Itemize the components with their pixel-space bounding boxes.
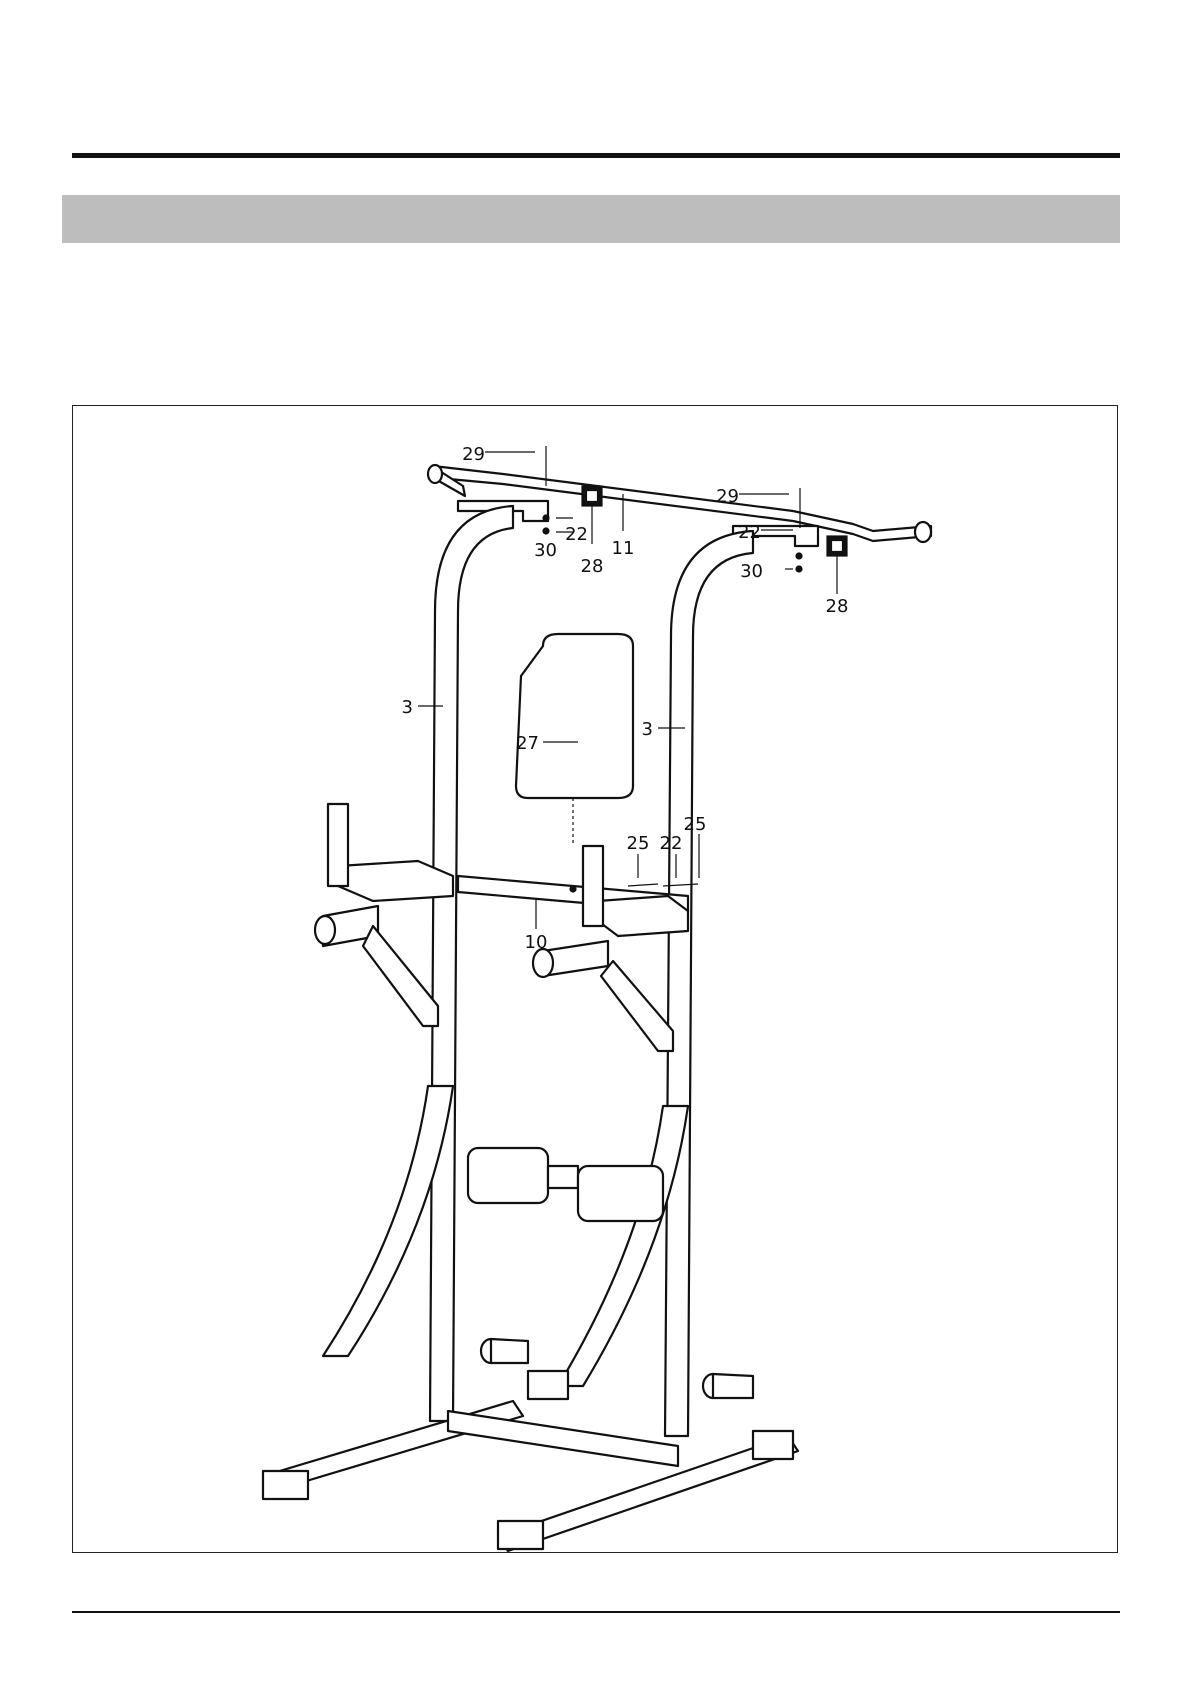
label-part-29-left: 29 [462, 444, 485, 465]
footer-rule [72, 1611, 1120, 1613]
label-part-28-left: 28 [581, 556, 604, 577]
leg-rollers [468, 1148, 663, 1221]
label-part-28-right: 28 [826, 596, 849, 617]
label-part-27: 27 [516, 733, 539, 754]
label-part-29-right: 29 [716, 486, 739, 507]
label-part-22-mid: 22 [660, 833, 683, 854]
assembly-diagram-frame: 29 29 22 30 28 11 22 30 28 3 3 27 25 22 … [72, 405, 1118, 1553]
label-part-30-right: 30 [740, 561, 763, 582]
label-part-25-b: 25 [684, 814, 707, 835]
base-frame [263, 1339, 798, 1551]
assembly-diagram: 29 29 22 30 28 11 22 30 28 3 3 27 25 22 … [73, 406, 1119, 1554]
label-part-10: 10 [525, 932, 548, 953]
label-part-30-left: 30 [534, 540, 557, 561]
label-part-22-left: 22 [565, 524, 588, 545]
header-rule [72, 153, 1120, 158]
right-upright [665, 531, 753, 1436]
label-part-3-right: 3 [642, 719, 653, 740]
right-arm-rest [533, 846, 688, 1051]
label-part-25-a: 25 [627, 833, 650, 854]
label-part-22-right: 22 [738, 522, 761, 543]
label-part-11: 11 [612, 538, 635, 559]
step-title-band [62, 195, 1120, 243]
label-part-3-left: 3 [402, 697, 413, 718]
left-upright [430, 506, 513, 1421]
